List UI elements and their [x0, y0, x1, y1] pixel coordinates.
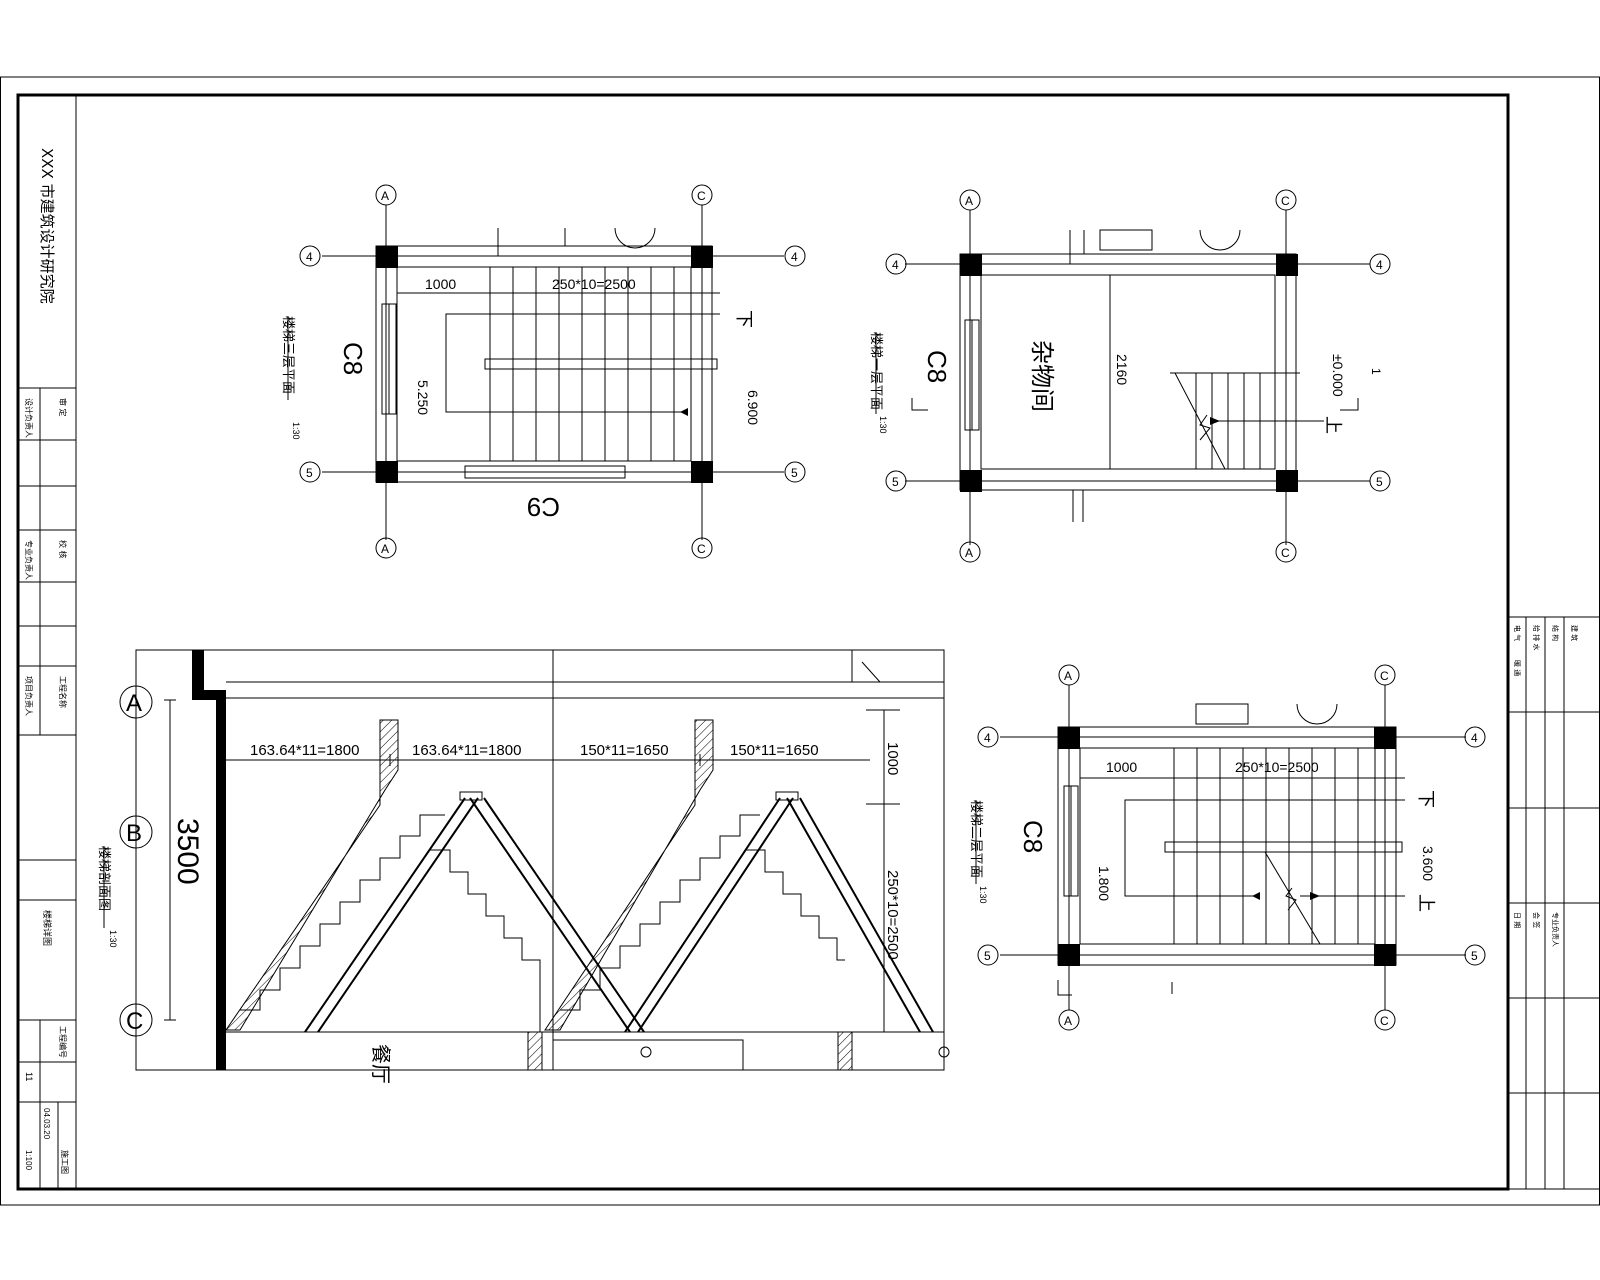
label-plan_first-axes-1: C — [1281, 546, 1290, 560]
section-scale: 1:30 — [108, 930, 118, 948]
sign-counter: 会 签 — [1532, 912, 1541, 928]
first-scale: 1:30 — [878, 416, 888, 434]
section-dim-right: 250*10=2500 — [884, 870, 901, 960]
label-plan_third-axes-1: C — [697, 542, 706, 556]
right-sign-block: 建 筑 结 构 给 排 水 电 气 暖 通 专业负责人 会 签 日 期 — [1507, 616, 1600, 1190]
row-discipline-lead: 专业负责人 — [24, 540, 34, 580]
section-room: 餐厅 — [369, 1044, 393, 1084]
row-design-lead: 设计负责人 — [24, 398, 34, 438]
row-check: 校 核 — [58, 540, 68, 559]
label-plan_third-axes-0: A — [381, 542, 389, 556]
label-plan_second-axes-3: 5 — [984, 949, 991, 963]
first-level: ±0.000 — [1330, 354, 1346, 397]
stair-section: A B C 163.64*11=1800 163.64*11=1800 150*… — [96, 649, 950, 1084]
second-down: 下 — [1415, 790, 1436, 808]
label-plan_first-axes-0: A — [965, 194, 973, 208]
sign-arch: 建 筑 — [1570, 625, 1579, 641]
section-dim-3: 150*11=1650 — [580, 742, 669, 759]
sign-hvac: 暖 通 — [1513, 660, 1522, 676]
sign-struct: 结 构 — [1551, 625, 1560, 641]
section-dim-total: 3500 — [171, 818, 204, 885]
label-plan_second-axes-0: A — [1064, 669, 1072, 683]
section-dim-right-top: 1000 — [884, 742, 901, 775]
third-window-bottom: C9 — [527, 492, 560, 522]
label-plan_third-axes-1: C — [697, 189, 706, 203]
second-level-right: 3.600 — [1420, 846, 1436, 881]
institute-name: XXX 市建筑设计研究院 — [38, 148, 56, 304]
third-treads — [489, 267, 675, 461]
third-scale: 1:30 — [291, 422, 301, 440]
label-plan_third-axes-2: 4 — [306, 250, 313, 264]
sign-elec: 电 气 — [1513, 625, 1522, 641]
label-plan_third-axes-2: 4 — [791, 250, 798, 264]
second-up: 上 — [1415, 894, 1436, 912]
drawing-no-label: 工程编号 — [58, 1026, 68, 1058]
third-level-right: 6.900 — [745, 390, 761, 425]
label-plan_second-axes-3: 5 — [1471, 949, 1478, 963]
first-dim: 2160 — [1114, 354, 1130, 385]
label-plan_first-axes-2: 4 — [892, 258, 899, 272]
scale: 1:100 — [24, 1150, 33, 1171]
label-plan_first-axes-2: 4 — [1376, 258, 1383, 272]
sign-lead: 专业负责人 — [1551, 912, 1560, 947]
label-section-axes-0: A — [126, 690, 142, 717]
label-plan_first-axes-3: 5 — [1376, 475, 1383, 489]
third-down: 下 — [733, 310, 754, 328]
first-up: 上 — [1322, 416, 1343, 434]
second-treads — [1173, 748, 1359, 944]
label-plan_second-axes-1: C — [1380, 1014, 1389, 1028]
second-level-left: 1.800 — [1096, 866, 1112, 901]
label-plan_second-axes-2: 4 — [1471, 731, 1478, 745]
third-window-left: C8 — [338, 342, 368, 375]
label-section-axes-2: C — [126, 1008, 143, 1035]
label-plan_first-axes-3: 5 — [892, 475, 899, 489]
drawing-name: 楼梯详图 — [41, 910, 53, 946]
plan-third-floor: A C A C 4 4 5 5 1000 250*10=2500 5.250 6… — [280, 184, 806, 559]
stage: 施工图 — [60, 1150, 70, 1174]
date: 04.03.20 — [42, 1108, 51, 1140]
third-dim-landing: 1000 — [425, 276, 456, 292]
left-title-block: XXX 市建筑设计研究院 审 定 校 核 设计负责人 专业负责人 项目负责人 工… — [18, 95, 77, 1189]
first-room: 杂物间 — [1028, 340, 1056, 412]
third-dim-steps: 250*10=2500 — [552, 276, 636, 292]
sign-plumb: 给 排 水 — [1532, 625, 1541, 650]
second-dim-landing: 1000 — [1106, 759, 1137, 775]
project-label: 工程名称 — [58, 676, 68, 708]
row-approve: 审 定 — [58, 398, 68, 417]
sign-date: 日 期 — [1513, 912, 1521, 928]
section-dim-4: 150*11=1650 — [730, 742, 819, 759]
label-section-axes-1: B — [126, 820, 142, 847]
plan-second-floor: A C A C 4 4 5 5 1000 250*10=2500 1.800 3… — [968, 664, 1486, 1031]
row-project-lead: 项目负责人 — [24, 676, 34, 716]
sheet-number: 11 — [24, 1072, 34, 1081]
label-plan_third-axes-0: A — [381, 189, 389, 203]
label-plan_second-axes-0: A — [1064, 1014, 1072, 1028]
second-window-left: C8 — [1018, 820, 1048, 853]
label-plan_third-axes-3: 5 — [306, 466, 313, 480]
second-dim-steps: 250*10=2500 — [1235, 759, 1319, 775]
label-plan_second-axes-2: 4 — [984, 731, 991, 745]
label-plan_first-axes-0: A — [965, 546, 973, 560]
first-section-mark: 1 — [1369, 368, 1383, 375]
label-plan_second-axes-1: C — [1380, 669, 1389, 683]
label-plan_first-axes-1: C — [1281, 194, 1290, 208]
section-dim-2: 163.64*11=1800 — [412, 742, 521, 759]
section-dim-1: 163.64*11=1800 — [250, 742, 359, 759]
third-level-left: 5.250 — [415, 380, 431, 415]
first-window-left: C8 — [922, 350, 952, 383]
label-plan_third-axes-3: 5 — [791, 466, 798, 480]
paper-border — [0, 76, 1600, 1206]
second-scale: 1:30 — [978, 886, 988, 904]
plan-first-floor: A C A C 4 4 5 5 杂物间 2160 ±0.000 上 1 C8 楼… — [868, 189, 1391, 563]
